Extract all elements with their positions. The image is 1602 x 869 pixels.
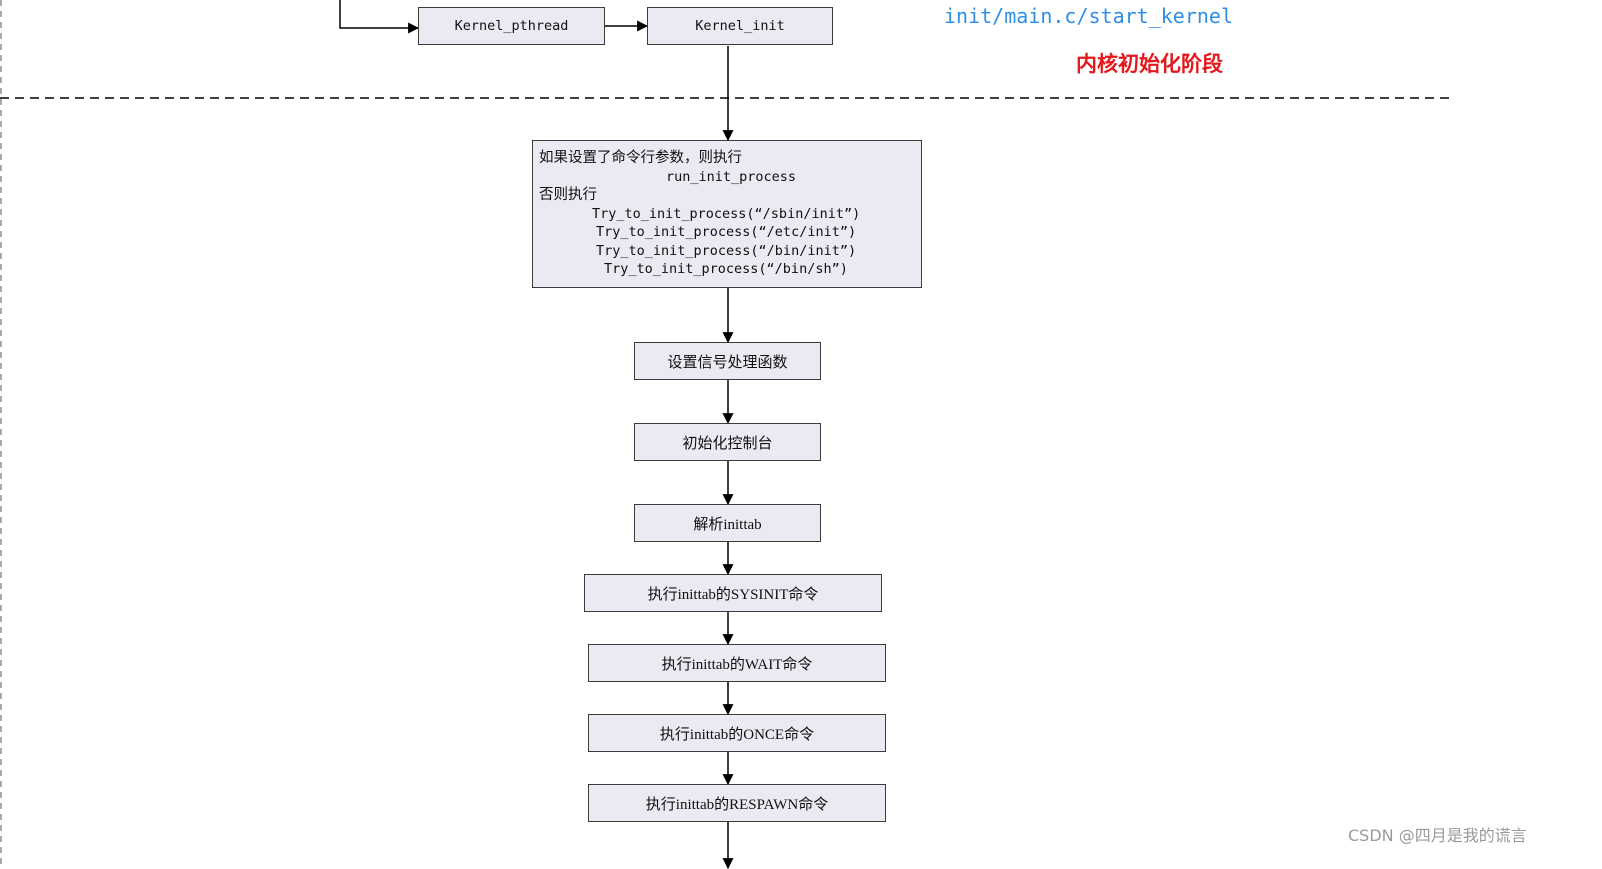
node-exec-once: 执行inittab的ONCE命令 — [588, 714, 886, 752]
run-init-line-1: 如果设置了命令行参数，则执行 — [539, 150, 742, 166]
node-signal-handler: 设置信号处理函数 — [634, 342, 821, 380]
node-kernel-pthread: Kernel_pthread — [418, 7, 605, 45]
source-path-annotation: init/main.c/start_kernel — [944, 4, 1233, 28]
node-exec-sysinit: 执行inittab的SYSINIT命令 — [584, 574, 882, 612]
run-init-line-2: run_init_process — [666, 168, 797, 185]
node-kernel-init: Kernel_init — [647, 7, 833, 45]
incoming-arrow — [339, 0, 420, 34]
node-run-init-process: 如果设置了命令行参数，则执行 run_init_process 否则执行 Try… — [532, 140, 922, 288]
node-exec-respawn: 执行inittab的RESPAWN命令 — [588, 784, 886, 822]
run-init-line-5: Try_to_init_process(“/etc/init”) — [596, 224, 857, 240]
node-parse-inittab: 解析inittab — [634, 504, 821, 542]
run-init-line-3: 否则执行 — [539, 187, 597, 203]
run-init-line-6: Try_to_init_process(“/bin/init”) — [596, 242, 857, 259]
run-init-line-7: Try_to_init_process(“/bin/sh”) — [604, 261, 848, 277]
watermark: CSDN @四月是我的谎言 — [1348, 826, 1527, 845]
stage-label: 内核初始化阶段 — [1076, 52, 1223, 76]
node-init-console: 初始化控制台 — [634, 423, 821, 461]
node-exec-wait: 执行inittab的WAIT命令 — [588, 644, 886, 682]
run-init-line-4: Try_to_init_process(“/sbin/init”) — [592, 205, 861, 222]
